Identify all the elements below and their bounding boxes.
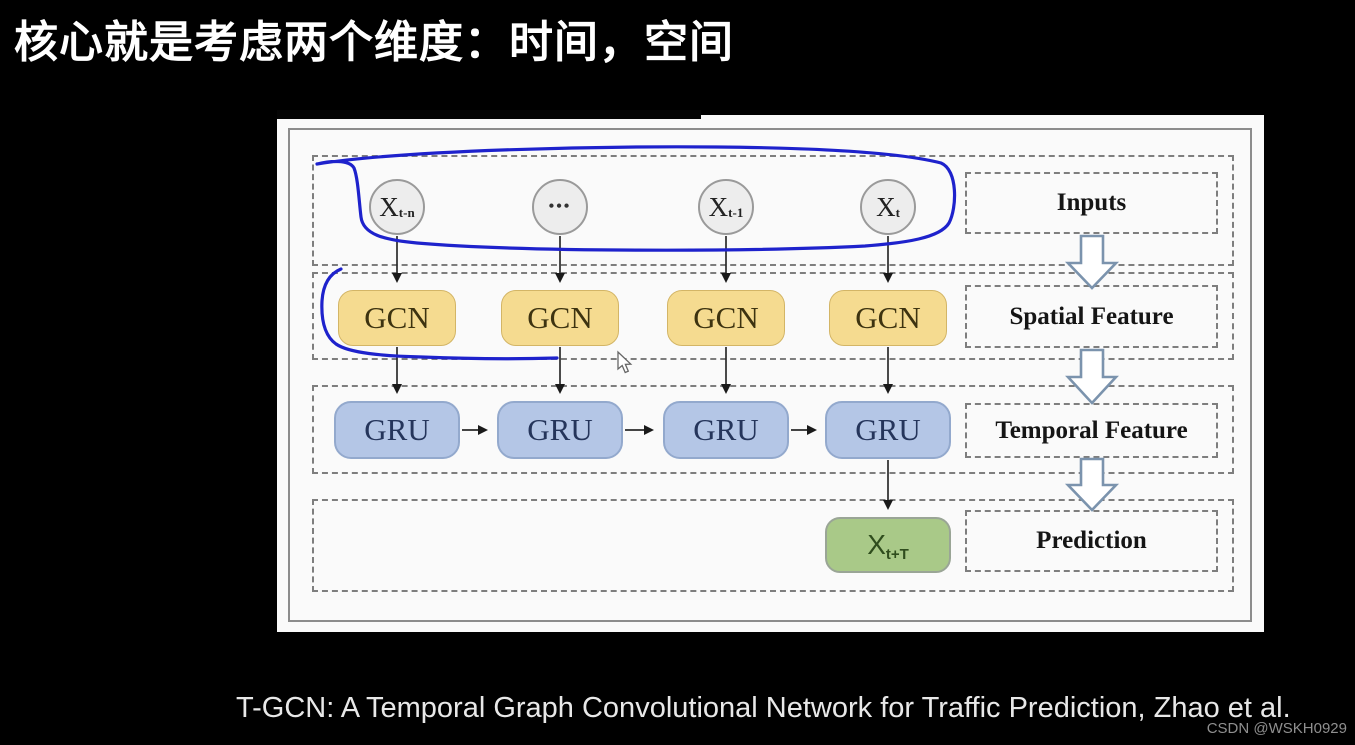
gru-label: GRU	[855, 412, 921, 447]
gru-box-4: GRU	[825, 401, 951, 459]
gru-box-1: GRU	[334, 401, 460, 459]
node-label: X	[867, 529, 886, 560]
stage-text: Temporal Feature	[995, 416, 1188, 444]
csdn-watermark: CSDN @WSKH0929	[1206, 720, 1347, 737]
gcn-box-4: GCN	[829, 290, 947, 346]
node-subscript: t+T	[885, 546, 909, 563]
stage-label-spatial-feature: Spatial Feature	[965, 285, 1218, 348]
paper-citation: T-GCN: A Temporal Graph Convolutional Ne…	[236, 692, 1291, 724]
gcn-label: GCN	[527, 300, 593, 335]
page-title: 核心就是考虑两个维度：时间，空间	[14, 18, 734, 67]
diagram-frame	[288, 128, 1252, 622]
gru-label: GRU	[364, 412, 430, 447]
gcn-row-box	[312, 272, 1234, 360]
gru-label: GRU	[693, 412, 759, 447]
video-artifact-strip	[277, 110, 701, 119]
stage-label-inputs: Inputs	[965, 172, 1218, 234]
node-subscript: t-1	[728, 205, 744, 220]
gcn-box-2: GCN	[501, 290, 619, 346]
gcn-box-3: GCN	[667, 290, 785, 346]
gru-box-2: GRU	[497, 401, 623, 459]
stage-text: Prediction	[1036, 527, 1147, 554]
ellipsis-label: •••	[548, 198, 572, 215]
gru-label: GRU	[527, 412, 593, 447]
stage-label-prediction: Prediction	[965, 510, 1218, 572]
stage-text: Inputs	[1056, 189, 1127, 216]
input-node-ellipsis: •••	[532, 179, 588, 235]
gcn-box-1: GCN	[338, 290, 456, 346]
gcn-label: GCN	[693, 300, 759, 335]
prediction-row-box	[312, 499, 1234, 592]
gcn-label: GCN	[855, 300, 921, 335]
node-label: X	[379, 191, 399, 222]
node-subscript: t-n	[398, 205, 415, 220]
node-subscript: t	[895, 205, 900, 220]
gru-row-box	[312, 385, 1234, 474]
gru-box-3: GRU	[663, 401, 789, 459]
stage-label-temporal-feature: Temporal Feature	[965, 403, 1218, 458]
node-label: X	[708, 191, 729, 222]
gcn-label: GCN	[364, 300, 430, 335]
stage-text: Spatial Feature	[1009, 302, 1174, 330]
node-label: X	[876, 191, 896, 222]
